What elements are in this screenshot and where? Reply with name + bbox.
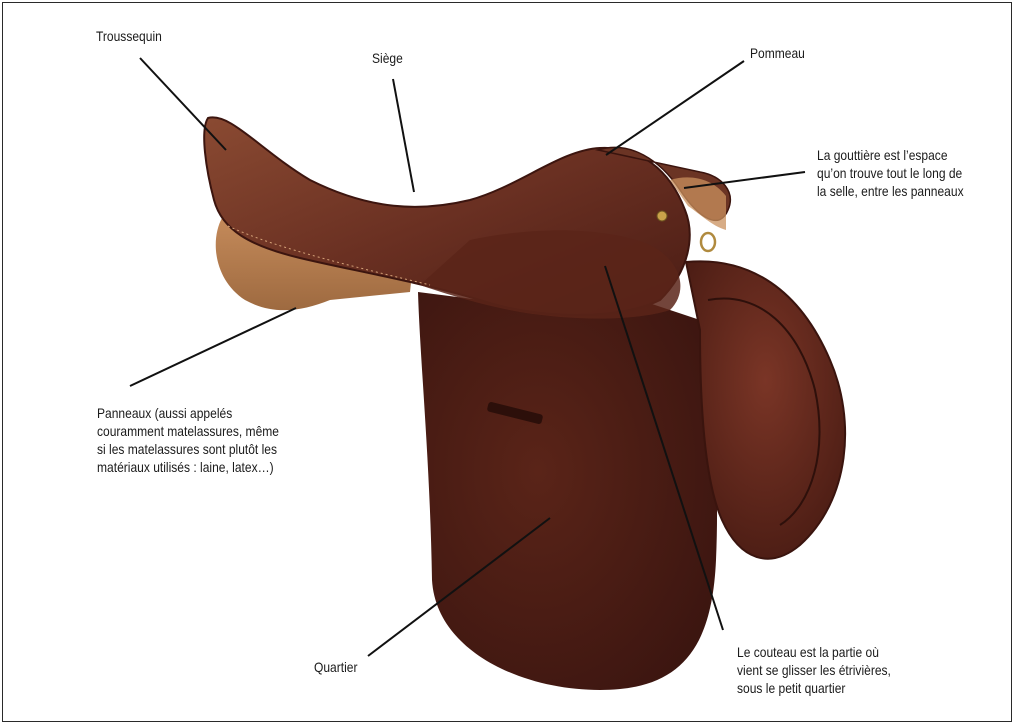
label-quartier: Quartier <box>314 658 357 676</box>
d-ring <box>701 233 715 251</box>
label-couteau: Le couteau est la partie où vient se gli… <box>737 643 891 697</box>
label-troussequin: Troussequin <box>96 27 162 45</box>
label-panneaux: Panneaux (aussi appelés couramment matel… <box>97 404 279 476</box>
label-pommeau: Pommeau <box>750 44 805 62</box>
brass-stud <box>657 211 667 221</box>
label-siege: Siège <box>372 49 403 67</box>
label-gouttiere: La gouttière est l’espace qu’on trouve t… <box>817 146 964 200</box>
quartier-flap <box>418 292 717 690</box>
